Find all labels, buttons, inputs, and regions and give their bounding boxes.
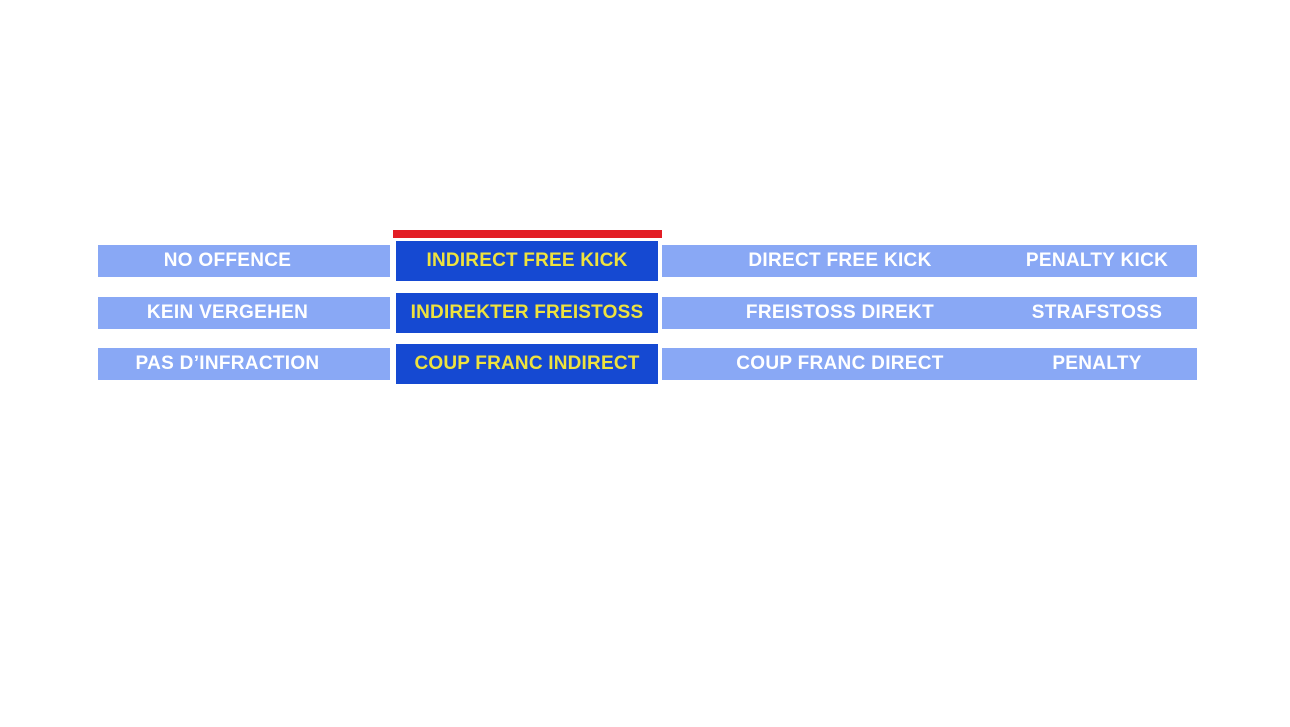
option-no-offence-fr[interactable]: PAS D’INFRACTION bbox=[98, 348, 390, 380]
option-indirect-free-kick-de[interactable]: INDIREKTER FREISTOSS bbox=[396, 293, 658, 333]
option-penalty-kick-de[interactable]: STRAFSTOSS bbox=[1018, 297, 1197, 329]
option-indirect-free-kick-fr[interactable]: COUP FRANC INDIRECT bbox=[396, 344, 658, 384]
option-label: PENALTY bbox=[1052, 353, 1142, 374]
option-label: STRAFSTOSS bbox=[1031, 302, 1163, 323]
option-label: COUP FRANC DIRECT bbox=[736, 353, 944, 374]
option-direct-free-kick-de[interactable]: FREISTOSS DIREKT bbox=[662, 297, 1018, 329]
option-bar-right-fr: COUP FRANC DIRECT PENALTY bbox=[662, 348, 1197, 380]
option-label: COUP FRANC INDIRECT bbox=[414, 353, 640, 374]
option-indirect-free-kick-en[interactable]: INDIRECT FREE KICK bbox=[396, 241, 658, 281]
option-label: NO OFFENCE bbox=[163, 250, 292, 271]
option-bar-right-en: DIRECT FREE KICK PENALTY KICK bbox=[662, 245, 1197, 277]
option-direct-free-kick-en[interactable]: DIRECT FREE KICK bbox=[662, 245, 1018, 277]
option-direct-free-kick-fr[interactable]: COUP FRANC DIRECT bbox=[662, 348, 1018, 380]
selected-column-indicator bbox=[393, 230, 662, 238]
option-label: INDIREKTER FREISTOSS bbox=[410, 302, 644, 323]
option-label: KEIN VERGEHEN bbox=[146, 302, 309, 323]
option-penalty-kick-fr[interactable]: PENALTY bbox=[1018, 348, 1197, 380]
option-label: DIRECT FREE KICK bbox=[748, 250, 932, 271]
option-label: FREISTOSS DIREKT bbox=[745, 302, 935, 323]
option-bar-right-de: FREISTOSS DIREKT STRAFSTOSS bbox=[662, 297, 1197, 329]
option-no-offence-en[interactable]: NO OFFENCE bbox=[98, 245, 390, 277]
option-penalty-kick-en[interactable]: PENALTY KICK bbox=[1018, 245, 1197, 277]
option-label: PENALTY KICK bbox=[1025, 250, 1169, 271]
option-label: PAS D’INFRACTION bbox=[135, 353, 320, 374]
option-label: INDIRECT FREE KICK bbox=[426, 250, 628, 271]
option-no-offence-de[interactable]: KEIN VERGEHEN bbox=[98, 297, 390, 329]
